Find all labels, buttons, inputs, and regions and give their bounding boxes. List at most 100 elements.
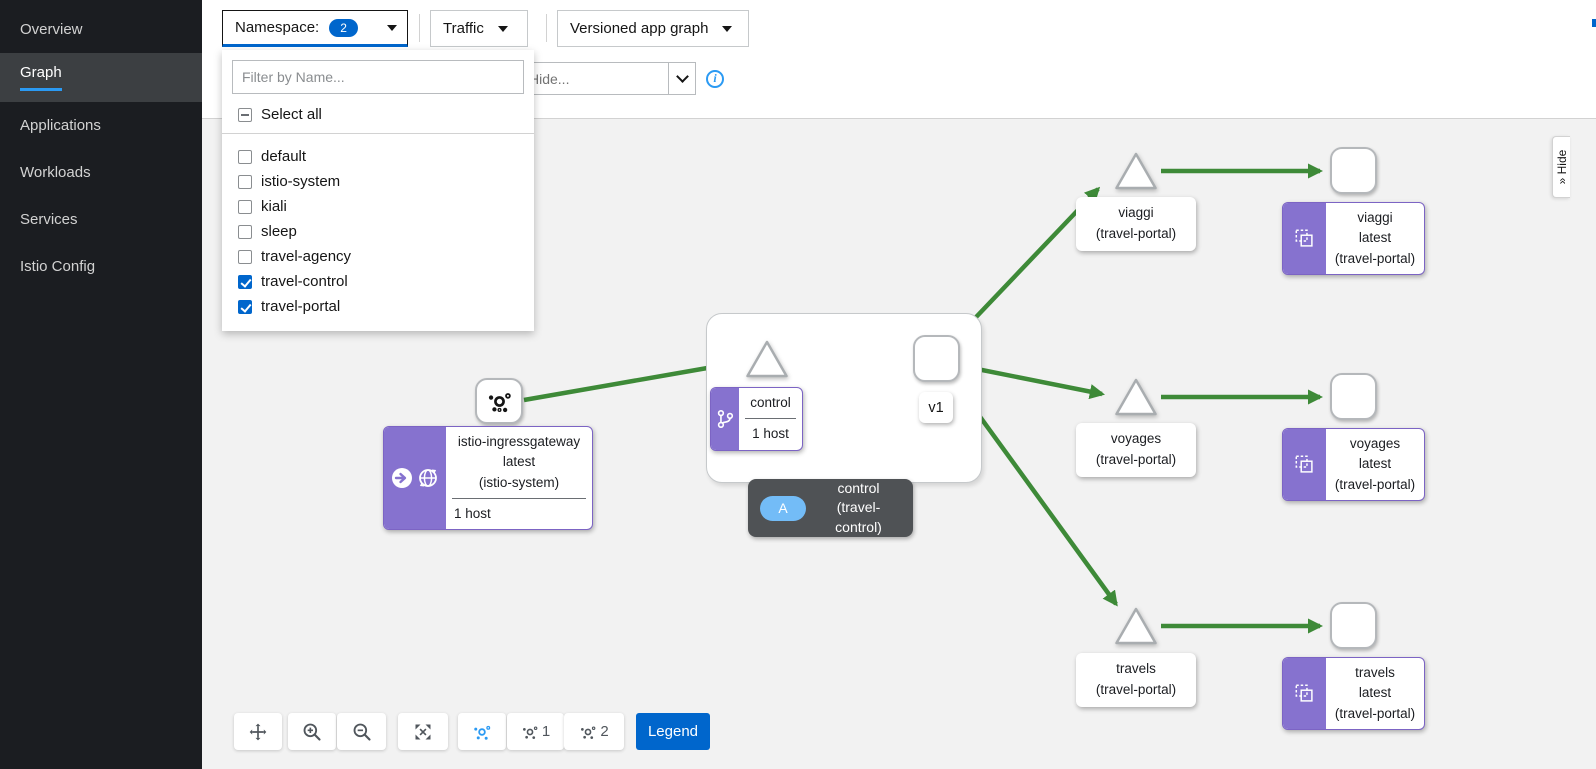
node-service-viaggi[interactable] (1113, 150, 1159, 192)
hide-tab-label: Hide (1555, 150, 1569, 175)
sidebar-item-services[interactable]: Services (0, 196, 202, 243)
select-all-checkbox[interactable] (238, 108, 252, 122)
sidebar: Overview Graph Applications Workloads Se… (0, 0, 202, 769)
edge-v1-to-voyages[interactable] (962, 366, 1102, 394)
checkbox[interactable] (238, 300, 252, 314)
node-travels-latest[interactable] (1330, 602, 1377, 649)
node-label-hosts: 1 host (450, 504, 588, 524)
label-app-voyages-latest[interactable]: voyages latest (travel-portal) (1282, 428, 1425, 501)
label-divider (452, 498, 586, 499)
masthead-edge-fragment (1592, 19, 1596, 27)
hide-options-toggle[interactable] (668, 62, 696, 95)
versioned-app-icon (1293, 682, 1316, 705)
label-service-travels[interactable]: travels (travel-portal) (1076, 653, 1196, 707)
pan-button[interactable] (234, 713, 282, 750)
workload-graph-icon (486, 388, 513, 415)
toolbar-separator (419, 14, 420, 42)
expand-arrows-icon (413, 722, 433, 742)
namespace-label: Namespace: (235, 19, 319, 36)
traffic-source-icon (391, 467, 413, 489)
namespace-dropdown-panel: Select all default istio-system kiali sl… (222, 50, 534, 331)
node-label-name: istio-ingressgateway (450, 432, 588, 452)
namespace-option-kiali[interactable]: kiali (222, 194, 534, 219)
graph-layout-icon (579, 723, 597, 741)
sidebar-item-workloads[interactable]: Workloads (0, 149, 202, 196)
checkbox[interactable] (238, 200, 252, 214)
node-service-control[interactable] (744, 338, 790, 380)
label-strip (1283, 429, 1326, 500)
sidebar-item-graph[interactable]: Graph (0, 53, 202, 102)
zoom-in-button[interactable] (288, 713, 336, 750)
checkbox[interactable] (238, 250, 252, 264)
edge-ingress-to-control[interactable] (524, 363, 736, 400)
namespace-filter-input[interactable] (232, 60, 524, 94)
label-strip (1283, 203, 1326, 274)
node-label-name: control (743, 393, 798, 413)
namespace-option-travel-agency[interactable]: travel-agency (222, 244, 534, 269)
double-chevron-icon: » (1555, 178, 1569, 185)
checkbox[interactable] (238, 150, 252, 164)
toolbar-separator (546, 14, 547, 42)
traffic-dropdown-toggle[interactable]: Traffic (430, 10, 528, 47)
sidebar-item-applications[interactable]: Applications (0, 102, 202, 149)
label-app-viaggi-latest[interactable]: viaggi latest (travel-portal) (1282, 202, 1425, 275)
node-voyages-latest[interactable] (1330, 373, 1377, 420)
checkbox[interactable] (238, 225, 252, 239)
namespace-option-istio-system[interactable]: istio-system (222, 169, 534, 194)
node-control-v1[interactable] (913, 335, 960, 382)
label-divider (745, 418, 796, 419)
info-icon[interactable]: i (706, 70, 724, 88)
graph-type-dropdown-toggle[interactable]: Versioned app graph (557, 10, 749, 47)
label-istio-ingressgateway[interactable]: istio-ingressgateway latest (istio-syste… (383, 426, 593, 530)
zoom-out-button[interactable] (337, 713, 386, 750)
graph-layout-icon (472, 722, 492, 742)
hide-input[interactable] (520, 62, 668, 95)
panel-divider (222, 133, 534, 134)
select-all-row[interactable]: Select all (222, 94, 534, 133)
chevron-down-icon (498, 26, 508, 32)
label-strip (384, 427, 446, 529)
node-service-voyages[interactable] (1113, 376, 1159, 418)
checkbox[interactable] (238, 175, 252, 189)
checkbox[interactable] (238, 275, 252, 289)
zoom-in-icon (302, 722, 322, 742)
namespace-option-travel-portal[interactable]: travel-portal (222, 294, 534, 319)
label-strip (711, 388, 739, 450)
namespace-option-default[interactable]: default (222, 144, 534, 169)
label-app-box-control[interactable]: A control (travel-control) (748, 479, 913, 537)
node-viaggi-latest[interactable] (1330, 147, 1377, 194)
namespace-option-travel-control[interactable]: travel-control (222, 269, 534, 294)
zoom-out-icon (352, 722, 372, 742)
sidebar-item-overview[interactable]: Overview (0, 6, 202, 53)
node-label-version: latest (450, 452, 588, 472)
app-badge: A (760, 496, 806, 521)
hide-panel-tab[interactable]: » Hide (1552, 136, 1570, 198)
fit-to-screen-button[interactable] (398, 713, 448, 750)
node-label-hosts: 1 host (743, 424, 798, 444)
node-label-namespace: (istio-system) (450, 473, 588, 493)
version-badge: v1 (919, 392, 953, 423)
label-service-voyages[interactable]: voyages (travel-portal) (1076, 423, 1196, 477)
chevron-down-icon (387, 25, 397, 31)
layout-default-button[interactable] (458, 713, 506, 750)
sidebar-item-istio-config[interactable]: Istio Config (0, 243, 202, 290)
label-strip (1283, 658, 1326, 729)
gateway-globe-icon (417, 467, 439, 489)
layout-1-button[interactable]: 1 (507, 713, 564, 750)
code-branch-icon (716, 409, 734, 429)
label-control-service[interactable]: control 1 host (710, 387, 803, 451)
label-app-travels-latest[interactable]: travels latest (travel-portal) (1282, 657, 1425, 730)
node-service-travels[interactable] (1113, 605, 1159, 647)
node-istio-ingressgateway[interactable] (475, 378, 523, 424)
graph-layout-icon (521, 723, 539, 741)
layout-2-button[interactable]: 2 (564, 713, 624, 750)
legend-button[interactable]: Legend (636, 713, 710, 750)
namespace-dropdown-toggle[interactable]: Namespace: 2 (222, 10, 408, 47)
label-service-viaggi[interactable]: viaggi (travel-portal) (1076, 197, 1196, 251)
namespace-option-sleep[interactable]: sleep (222, 219, 534, 244)
namespace-count-badge: 2 (329, 19, 358, 37)
versioned-app-icon (1293, 453, 1316, 476)
move-icon (248, 722, 268, 742)
chevron-down-icon (676, 70, 689, 83)
